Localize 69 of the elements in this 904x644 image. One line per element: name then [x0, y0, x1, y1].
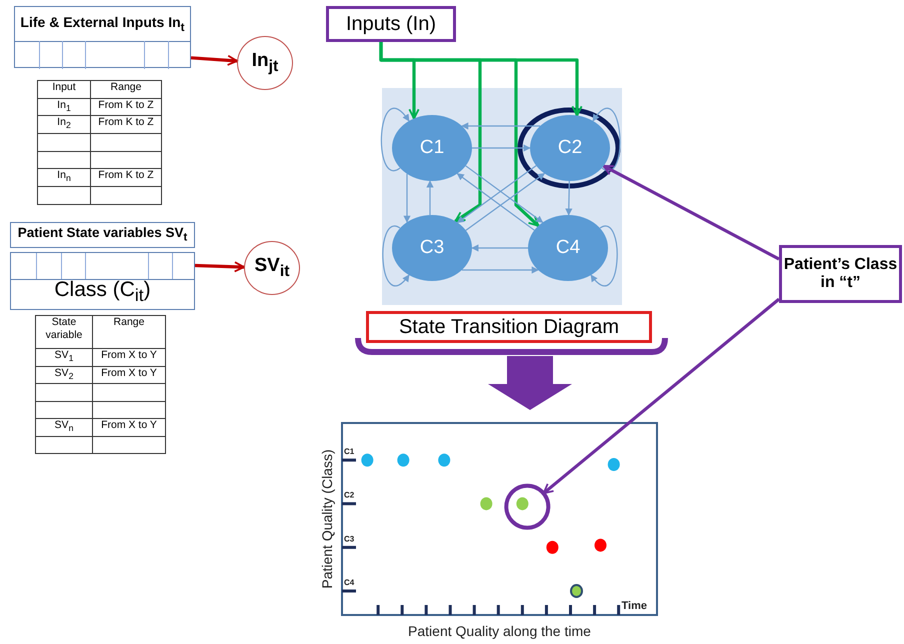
- node-label: C2: [558, 137, 582, 159]
- arrow: [456, 173, 535, 231]
- arrow: [190, 54, 238, 66]
- variable-circle: [244, 241, 300, 295]
- table-cell: From X to Y: [92, 366, 166, 384]
- table-cell: SV$_{n}$: [36, 418, 92, 436]
- state-ellipse: [528, 215, 608, 281]
- record-box: [10, 252, 195, 310]
- table-cell: From K to Z: [90, 98, 162, 116]
- arrow: [465, 165, 544, 223]
- arrow: [461, 122, 540, 130]
- table-cell: From X to Y: [92, 418, 166, 436]
- node-label: C3: [420, 237, 444, 259]
- node-label: In$_{jt}$: [252, 50, 278, 76]
- loop-arrow: [382, 226, 410, 286]
- node-label: C1: [420, 137, 444, 159]
- arrow: [471, 244, 528, 252]
- loop-arrow: [592, 108, 621, 172]
- table-cell: From X to Y: [92, 348, 166, 366]
- arrow: [565, 180, 572, 216]
- arrow: [456, 165, 537, 224]
- arrow: [403, 174, 411, 223]
- variable-circle: [237, 36, 293, 90]
- state-ellipse: [530, 115, 610, 181]
- box-label: State Transition Diagram: [398, 316, 620, 338]
- table-cell: Range: [90, 80, 162, 98]
- box-label: Patient’s Class in “t”: [782, 256, 898, 292]
- box-label: Inputs (In): [346, 12, 436, 36]
- title-box: [366, 311, 652, 343]
- arrow: [379, 42, 540, 227]
- highlight-ring: [504, 484, 550, 530]
- state-ellipse: [392, 115, 472, 181]
- arrow: [462, 266, 539, 274]
- arrow: [472, 144, 531, 152]
- arrow: [426, 180, 434, 215]
- diagram-panel: [382, 88, 622, 305]
- callout-box: [779, 245, 902, 303]
- chart-title: Patient Quality along the time: [408, 623, 591, 639]
- table-cell: SV$_{2}$: [36, 366, 92, 384]
- tick-label: C4: [344, 578, 354, 587]
- arrow: [602, 164, 780, 261]
- tick-label: C2: [344, 490, 354, 500]
- table-cell: In$_{1}$: [38, 98, 90, 116]
- tick-label: C3: [344, 534, 354, 544]
- arrow: [194, 261, 245, 272]
- loop-arrow: [380, 108, 410, 172]
- state-ellipse: [392, 215, 472, 281]
- table-cell: In$_{n}$: [38, 168, 90, 187]
- table-cell: Input: [38, 80, 90, 98]
- axis-title: Time: [622, 600, 647, 612]
- input-box: [326, 6, 456, 42]
- arrow: [542, 298, 780, 495]
- box-label: Patient State variables SV$_{t}$: [18, 225, 188, 245]
- table-cell: Range: [92, 316, 166, 348]
- arrow: [465, 172, 546, 231]
- table-cell: SV$_{1}$: [36, 348, 92, 366]
- table-cell: In$_{2}$: [38, 116, 90, 134]
- node-label: SV$_{it}$: [254, 255, 290, 281]
- header-box: [10, 222, 195, 248]
- record-box: [14, 6, 191, 68]
- tick-label: C1: [344, 447, 354, 456]
- table-cell: From K to Z: [90, 116, 162, 134]
- table-cell: From K to Z: [90, 168, 162, 187]
- box-label: Life & External Inputs In$_{t}$: [20, 14, 185, 34]
- node-label: C4: [556, 237, 580, 259]
- table-cell: State variable: [36, 316, 92, 348]
- axis-title: Patient Quality (Class): [319, 449, 335, 589]
- box-label: Class (C$_{it}$): [54, 278, 151, 305]
- loop-arrow: [590, 226, 618, 286]
